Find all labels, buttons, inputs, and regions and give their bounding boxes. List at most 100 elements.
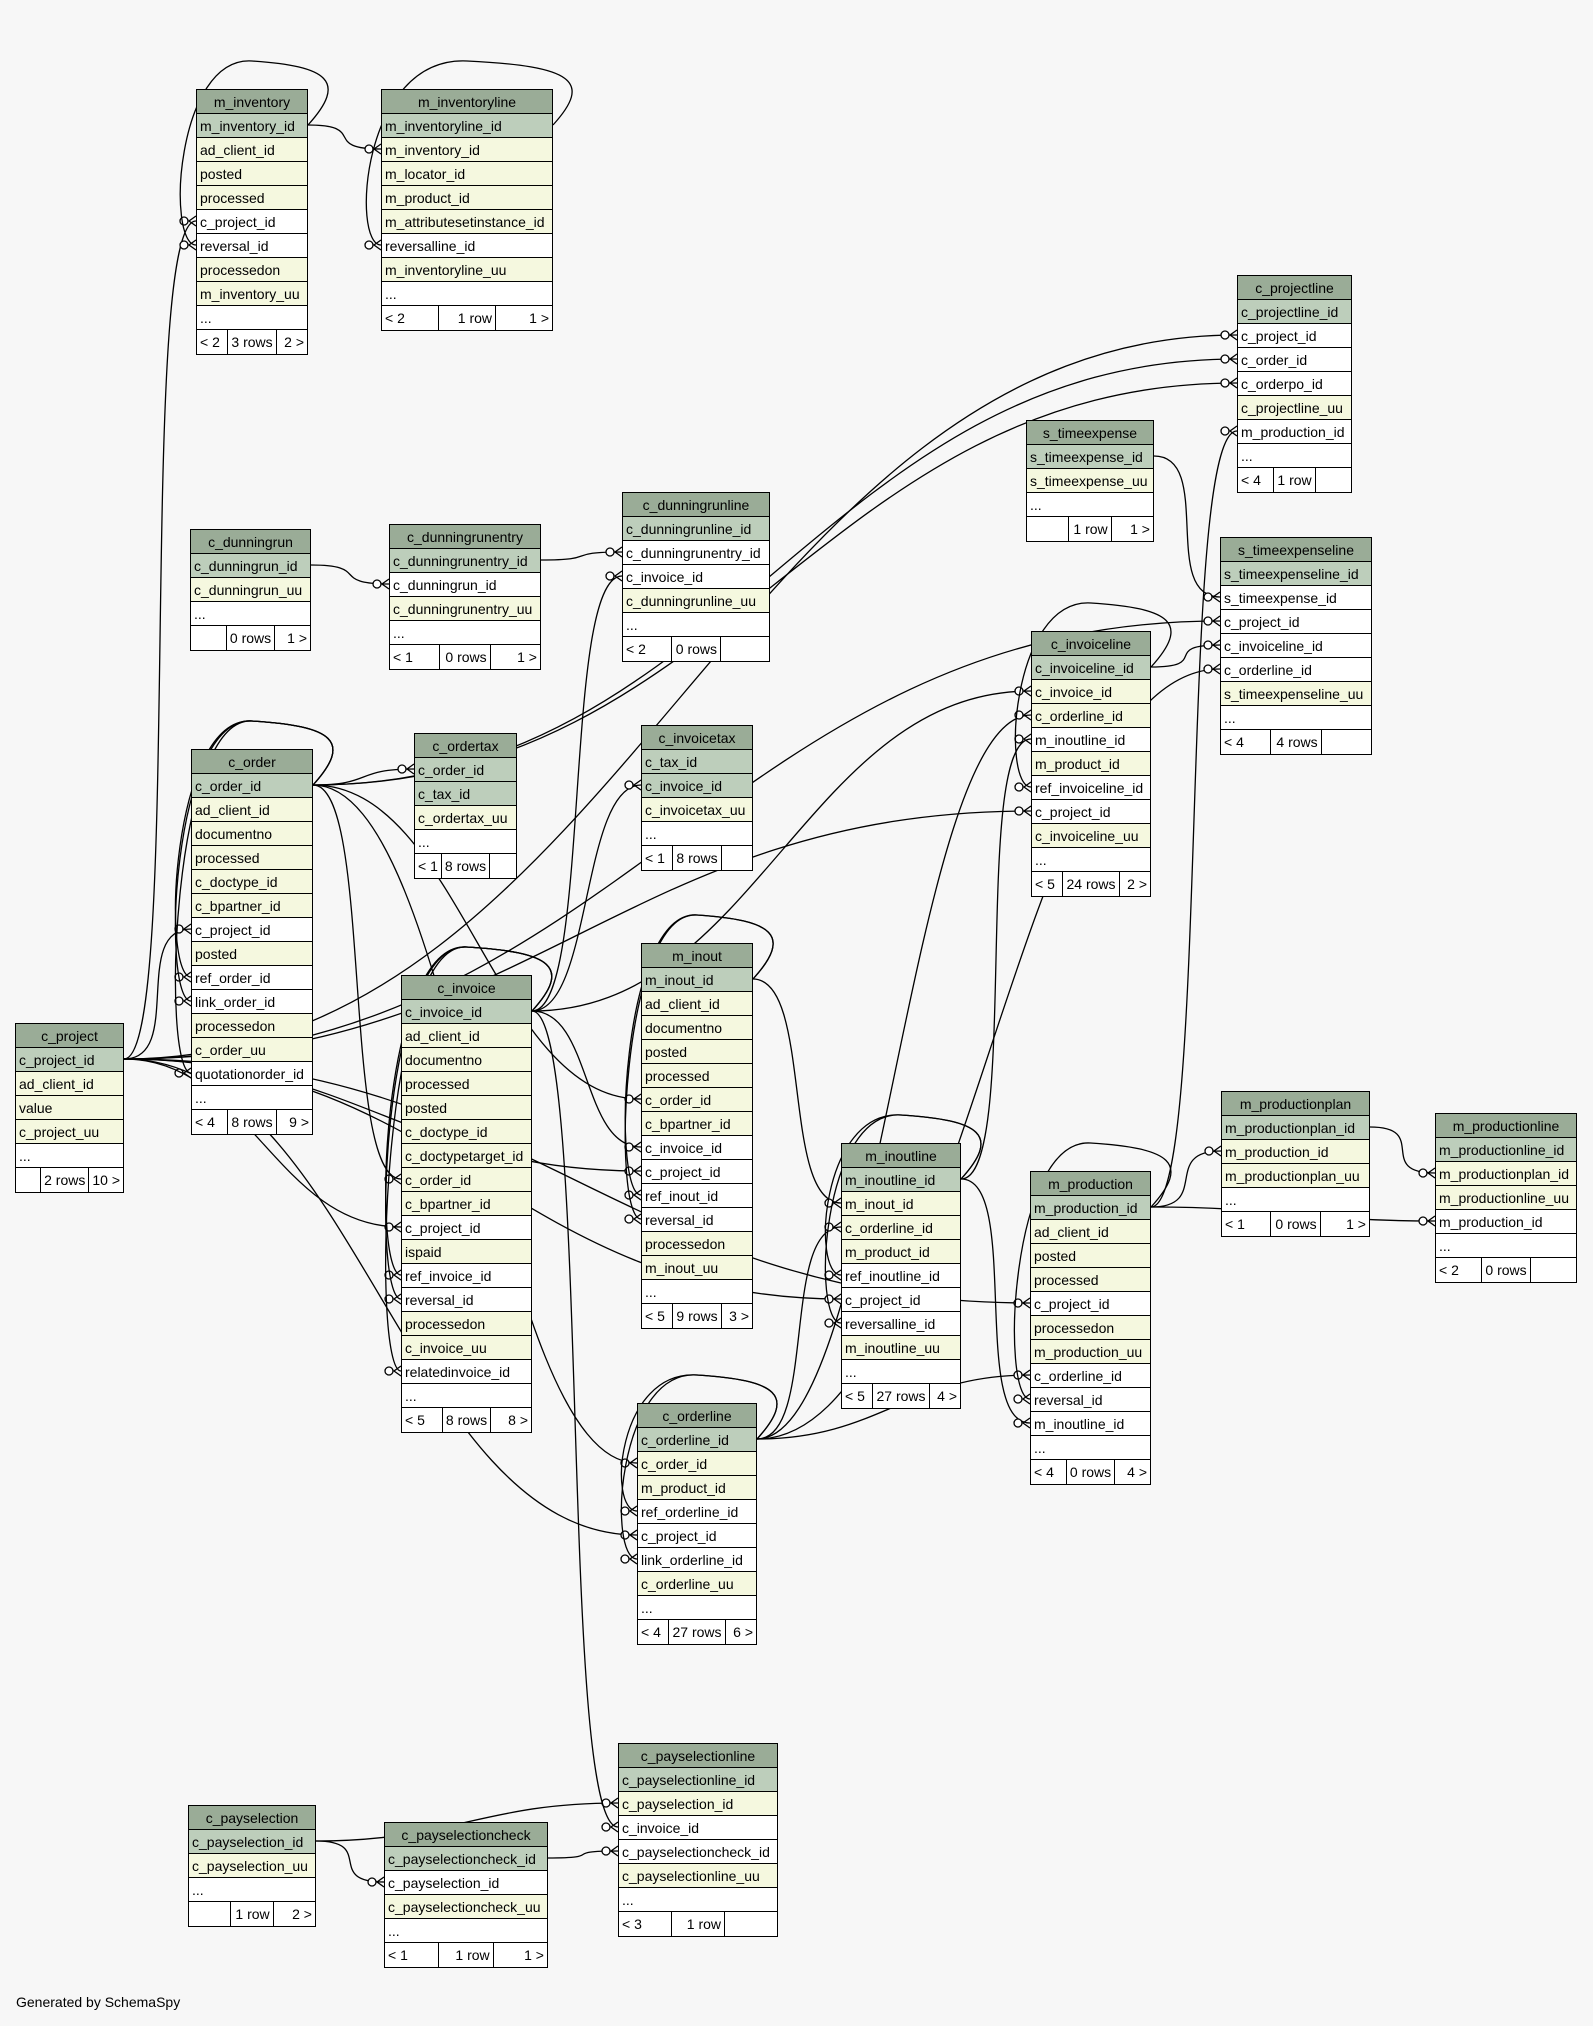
column-processed[interactable]: processed [197, 186, 307, 210]
column-ad-client-id[interactable]: ad_client_id [402, 1024, 531, 1048]
more-columns[interactable]: ... [642, 822, 752, 846]
children-count[interactable]: 3 > [729, 1308, 750, 1324]
row-count[interactable]: 2 rows [40, 1168, 90, 1192]
column-m-product-id[interactable]: m_product_id [1032, 752, 1150, 776]
column-c-payselectionline-uu[interactable]: c_payselectionline_uu [619, 1864, 777, 1888]
more-columns[interactable]: ... [1032, 848, 1150, 872]
children-count[interactable]: 10 > [92, 1172, 120, 1188]
column-ad-client-id[interactable]: ad_client_id [642, 992, 752, 1016]
parents-count[interactable]: < 5 [1035, 876, 1055, 892]
column-link-order-id[interactable]: link_order_id [192, 990, 312, 1014]
column-c-project-id[interactable]: c_project_id [16, 1048, 123, 1072]
column-c-orderline-id[interactable]: c_orderline_id [1031, 1364, 1150, 1388]
children-count[interactable]: 1 > [1130, 521, 1150, 537]
column-m-product-id[interactable]: m_product_id [638, 1476, 756, 1500]
column-c-order-id[interactable]: c_order_id [415, 758, 516, 782]
column-processed[interactable]: processed [1031, 1268, 1150, 1292]
children-count[interactable]: 1 > [1346, 1216, 1366, 1232]
row-count[interactable]: 8 rows [227, 1110, 277, 1134]
row-count[interactable]: 0 rows [1065, 1460, 1116, 1484]
children-count[interactable]: 4 > [937, 1388, 957, 1404]
row-count[interactable]: 1 row [438, 306, 496, 330]
row-count[interactable]: 1 row [671, 1912, 725, 1936]
children-count[interactable]: 1 > [287, 630, 308, 646]
children-count[interactable] [725, 1912, 777, 1936]
column-c-dunningrunentry-id[interactable]: c_dunningrunentry_id [623, 541, 769, 565]
table-header[interactable]: c_dunningrunentry [390, 525, 540, 549]
more-columns[interactable]: ... [638, 1596, 756, 1620]
column-s-timeexpense-id[interactable]: s_timeexpense_id [1221, 586, 1371, 610]
column-ad-client-id[interactable]: ad_client_id [1031, 1220, 1150, 1244]
more-columns[interactable]: ... [1031, 1436, 1150, 1460]
column-ad-client-id[interactable]: ad_client_id [192, 798, 312, 822]
children-count[interactable] [722, 846, 752, 870]
column-reversalline-id[interactable]: reversalline_id [842, 1312, 960, 1336]
column-c-project-id[interactable]: c_project_id [197, 210, 307, 234]
table-header[interactable]: m_inout [642, 944, 752, 968]
table-header[interactable]: c_orderline [638, 1404, 756, 1428]
column-c-bpartner-id[interactable]: c_bpartner_id [192, 894, 312, 918]
row-count[interactable]: 0 rows [439, 645, 491, 669]
column-processed[interactable]: processed [402, 1072, 531, 1096]
column-ad-client-id[interactable]: ad_client_id [197, 138, 307, 162]
parents-count[interactable]: < 4 [1241, 472, 1261, 488]
column-c-dunningrunline-id[interactable]: c_dunningrunline_id [623, 517, 769, 541]
column-c-invoice-id[interactable]: c_invoice_id [402, 1000, 531, 1024]
row-count[interactable]: 1 row [1273, 468, 1316, 492]
more-columns[interactable]: ... [382, 282, 552, 306]
more-columns[interactable]: ... [189, 1878, 315, 1902]
column-s-timeexpenseline-uu[interactable]: s_timeexpenseline_uu [1221, 682, 1371, 706]
table-header[interactable]: m_inventoryline [382, 90, 552, 114]
column-processedon[interactable]: processedon [192, 1014, 312, 1038]
children-count[interactable] [721, 637, 769, 661]
column-c-dunningrun-id[interactable]: c_dunningrun_id [191, 554, 310, 578]
column-m-locator-id[interactable]: m_locator_id [382, 162, 552, 186]
parents-count[interactable]: < 1 [388, 1947, 408, 1963]
column-s-timeexpense-uu[interactable]: s_timeexpense_uu [1027, 469, 1153, 493]
row-count[interactable]: 1 row [230, 1902, 274, 1926]
more-columns[interactable]: ... [415, 830, 516, 854]
row-count[interactable]: 27 rows [668, 1620, 726, 1644]
column-ref-invoice-id[interactable]: ref_invoice_id [402, 1264, 531, 1288]
column-c-order-uu[interactable]: c_order_uu [192, 1038, 312, 1062]
column-c-doctype-id[interactable]: c_doctype_id [192, 870, 312, 894]
column-c-project-id[interactable]: c_project_id [842, 1288, 960, 1312]
children-count[interactable]: 2 > [292, 1906, 312, 1922]
column-m-inout-uu[interactable]: m_inout_uu [642, 1256, 752, 1280]
column-c-invoice-id[interactable]: c_invoice_id [619, 1816, 777, 1840]
more-columns[interactable]: ... [1221, 706, 1371, 730]
more-columns[interactable]: ... [642, 1280, 752, 1304]
column-c-project-id[interactable]: c_project_id [642, 1160, 752, 1184]
parents-count[interactable]: < 2 [626, 641, 646, 657]
column-link-orderline-id[interactable]: link_orderline_id [638, 1548, 756, 1572]
column-c-dunningrun-uu[interactable]: c_dunningrun_uu [191, 578, 310, 602]
parents-count[interactable]: < 3 [622, 1916, 642, 1932]
table-header[interactable]: c_payselection [189, 1806, 315, 1830]
column-quotationorder-id[interactable]: quotationorder_id [192, 1062, 312, 1086]
parents-count[interactable]: < 5 [645, 1308, 665, 1324]
parents-count[interactable]: < 4 [1034, 1464, 1054, 1480]
column-processedon[interactable]: processedon [1031, 1316, 1150, 1340]
column-c-project-uu[interactable]: c_project_uu [16, 1120, 123, 1144]
column-c-dunningrunentry-id[interactable]: c_dunningrunentry_id [390, 549, 540, 573]
row-count[interactable]: 1 row [1068, 517, 1112, 541]
column-c-order-id[interactable]: c_order_id [402, 1168, 531, 1192]
more-columns[interactable]: ... [623, 613, 769, 637]
column-m-inventoryline-uu[interactable]: m_inventoryline_uu [382, 258, 552, 282]
column-c-project-id[interactable]: c_project_id [1031, 1292, 1150, 1316]
children-count[interactable]: 1 > [529, 310, 549, 326]
table-header[interactable]: c_invoicetax [642, 726, 752, 750]
parents-count[interactable]: < 1 [418, 858, 438, 874]
more-columns[interactable]: ... [192, 1086, 312, 1110]
children-count[interactable]: 2 > [284, 334, 305, 350]
more-columns[interactable]: ... [1027, 493, 1153, 517]
column-m-product-id[interactable]: m_product_id [382, 186, 552, 210]
